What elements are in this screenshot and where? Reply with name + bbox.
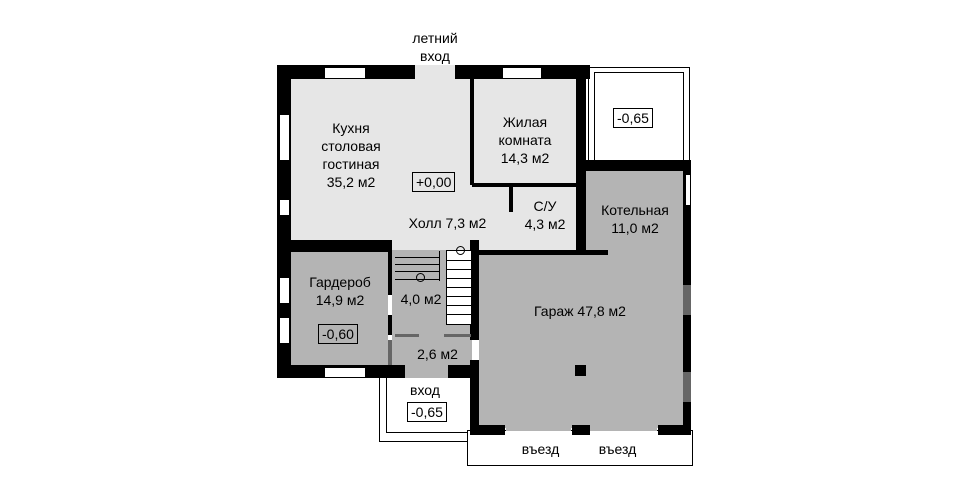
level-mark-entry: -0,65: [407, 402, 447, 422]
stair-flight-right: [446, 250, 472, 325]
window-garage: [683, 285, 691, 315]
wall: [470, 79, 474, 185]
wall: [576, 160, 690, 171]
summer-entry-opening: [415, 65, 455, 79]
wall: [448, 365, 473, 378]
door-marker: [395, 334, 419, 337]
garage-label: Гараж 47,8 м2: [534, 303, 626, 319]
garage-floor: [479, 250, 684, 428]
garage-gate: [506, 425, 571, 431]
wall: [470, 360, 479, 435]
driveway-label-2: въезд: [598, 441, 637, 457]
wall: [578, 250, 608, 255]
wall: [658, 425, 691, 435]
driveway-label-1: въезд: [521, 441, 560, 457]
stair-start-icon: [416, 273, 425, 282]
window: [280, 115, 289, 160]
wall: [470, 240, 479, 340]
wall: [277, 240, 392, 252]
garage-gate: [590, 425, 657, 431]
entry-label: вход: [410, 382, 440, 398]
wall: [472, 183, 576, 187]
terrace-inner-outline: [594, 72, 684, 164]
wall: [388, 240, 392, 295]
level-mark-kitchen: +0,00: [412, 172, 456, 192]
window: [280, 318, 289, 343]
driveway: [467, 430, 693, 466]
window: [280, 278, 289, 303]
window: [280, 200, 289, 215]
window: [686, 175, 690, 205]
hall-floor: [392, 183, 578, 253]
door-marker: [388, 340, 392, 365]
window: [325, 368, 365, 377]
wall: [572, 425, 590, 435]
level-mark-wardrobe: -0,60: [318, 324, 358, 344]
wall: [509, 187, 513, 212]
wall: [470, 425, 505, 435]
level-mark-terrace: -0,65: [613, 108, 653, 128]
wall: [388, 315, 392, 335]
window: [325, 68, 365, 78]
stair-area-label: 4,0 м2: [400, 291, 442, 307]
living-room-floor: [474, 79, 576, 189]
column: [575, 365, 586, 376]
window: [503, 68, 541, 78]
stair-start-icon: [456, 246, 465, 255]
boiler-room-floor: [586, 171, 683, 253]
wall: [479, 250, 576, 255]
door-marker: [444, 334, 471, 337]
wardrobe-floor: [291, 252, 388, 365]
vestibule-label: 2,6 м2: [417, 346, 458, 362]
hall-label: Холл 7,3 м2: [408, 215, 487, 231]
window-garage: [683, 372, 691, 402]
